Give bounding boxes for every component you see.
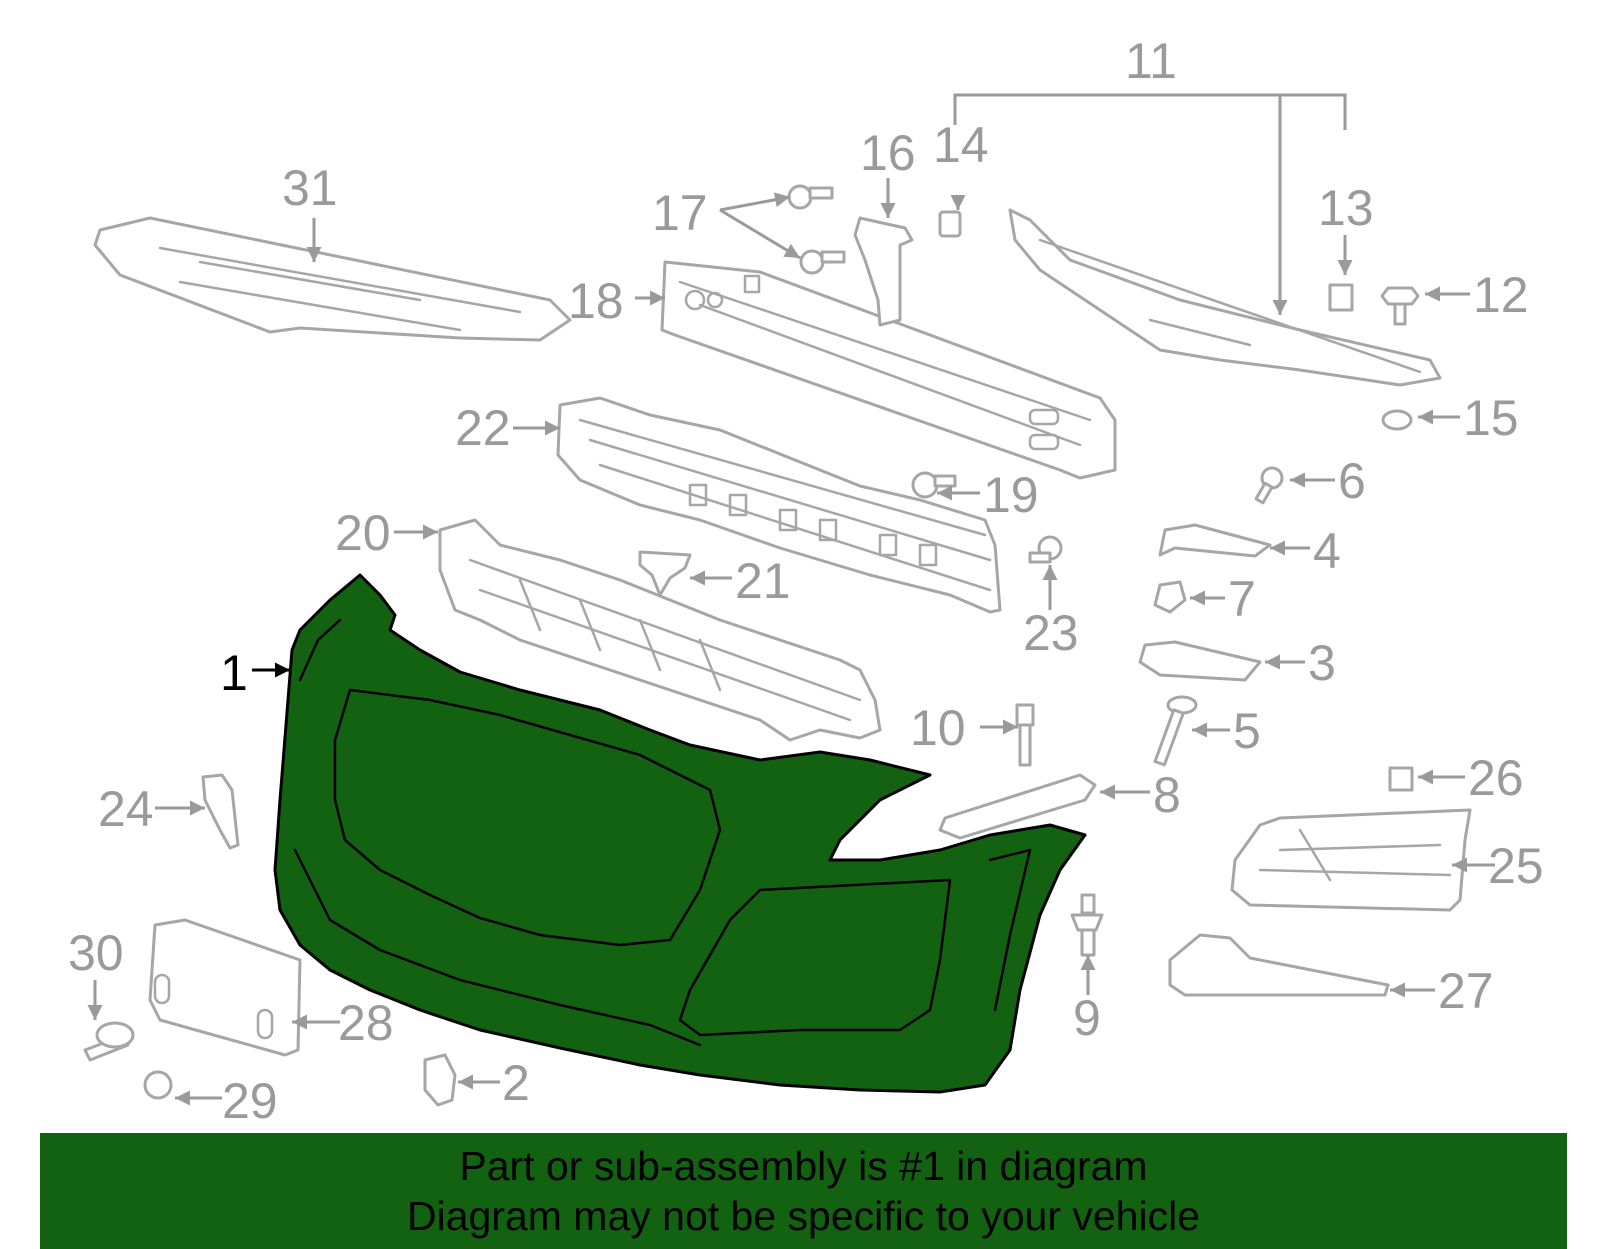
part-27-trim [1168, 933, 1390, 997]
part-23-clip [1028, 535, 1063, 564]
info-banner: Part or sub-assembly is #1 in diagram Di… [40, 1133, 1567, 1249]
part-2-clip [423, 1053, 457, 1107]
callout-13[interactable]: 13 [1318, 180, 1374, 236]
banner-line-2: Diagram may not be specific to your vehi… [406, 1193, 1200, 1239]
part-14-nut [938, 210, 962, 238]
callout-23[interactable]: 23 [1023, 605, 1079, 661]
part-12-bolt [1380, 286, 1420, 326]
callout-17[interactable]: 17 [652, 185, 708, 241]
part-3-trim [1138, 640, 1262, 682]
part-20-deflector [438, 518, 882, 742]
callout-5[interactable]: 5 [1233, 703, 1261, 759]
callout-3[interactable]: 3 [1308, 635, 1336, 691]
part-1-bumper-cover[interactable] [273, 573, 1087, 1094]
banner-line-1: Part or sub-assembly is #1 in diagram [459, 1143, 1148, 1189]
callout-19[interactable]: 19 [983, 467, 1039, 523]
callout-labels: 1 2 3 4 5 6 7 8 9 10 11 12 13 14 15 16 1… [68, 33, 1544, 1129]
callout-22[interactable]: 22 [455, 400, 511, 456]
callout-1[interactable]: 1 [220, 645, 248, 701]
parts-diagram: 1 2 3 4 5 6 7 8 9 10 11 12 13 14 15 16 1… [68, 33, 1544, 1129]
part-13-cap [1328, 283, 1354, 312]
callout-27[interactable]: 27 [1438, 963, 1494, 1019]
callout-28[interactable]: 28 [338, 995, 394, 1051]
leader-lines [87, 93, 1495, 1106]
callout-4[interactable]: 4 [1313, 523, 1341, 579]
callout-14[interactable]: 14 [933, 117, 989, 173]
part-16-bracket [853, 216, 914, 327]
callout-11[interactable]: 11 [1125, 33, 1177, 89]
part-26-cap [1388, 766, 1414, 792]
part-18-impact-bar [660, 260, 1117, 480]
callout-31[interactable]: 31 [282, 160, 338, 216]
part-31-panel [93, 216, 572, 342]
callout-7[interactable]: 7 [1228, 571, 1256, 627]
part-6-screw [1254, 466, 1284, 505]
part-5-pushpin [1153, 695, 1198, 767]
callout-2[interactable]: 2 [502, 1055, 530, 1111]
callout-16[interactable]: 16 [860, 125, 916, 181]
callout-10[interactable]: 10 [910, 700, 966, 756]
callout-25[interactable]: 25 [1488, 838, 1544, 894]
part-7-clip [1153, 580, 1187, 614]
part-22-energy-absorber [556, 396, 1002, 614]
part-11-absorber [1008, 208, 1442, 387]
part-25-lamp-bezel [1230, 808, 1472, 912]
callout-8[interactable]: 8 [1153, 767, 1181, 823]
part-9-stud [1070, 893, 1104, 957]
part-17-bolts [787, 184, 846, 275]
callout-18[interactable]: 18 [568, 273, 624, 329]
callout-29[interactable]: 29 [222, 1073, 278, 1129]
callout-12[interactable]: 12 [1473, 267, 1529, 323]
part-24-cover [201, 773, 240, 850]
part-28-license-bracket [148, 918, 302, 1057]
part-29-screw [143, 1070, 173, 1100]
part-21-bracket [638, 550, 692, 597]
part-15-clip [1381, 409, 1413, 431]
callout-30[interactable]: 30 [68, 925, 124, 981]
part-30-pushpin [83, 1021, 135, 1062]
part-4-seal [1158, 523, 1272, 558]
callout-26[interactable]: 26 [1468, 750, 1524, 806]
callout-15[interactable]: 15 [1463, 390, 1519, 446]
callout-20[interactable]: 20 [335, 505, 391, 561]
part-8-bracket [938, 773, 1097, 840]
callout-24[interactable]: 24 [98, 781, 154, 837]
callout-6[interactable]: 6 [1338, 453, 1366, 509]
callout-9[interactable]: 9 [1073, 990, 1101, 1046]
part-10-stud [1015, 703, 1035, 767]
callout-21[interactable]: 21 [735, 553, 791, 609]
